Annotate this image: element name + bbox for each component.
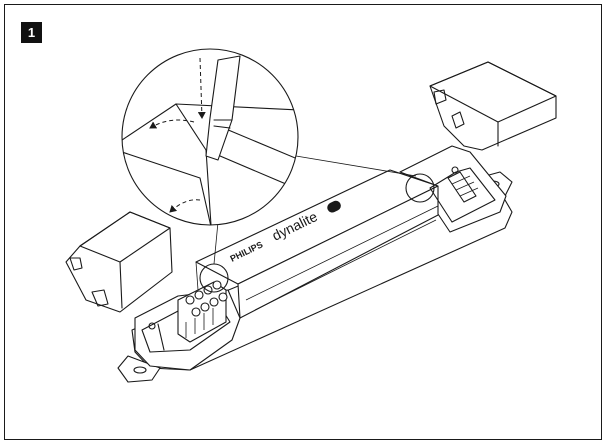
terminal-screws bbox=[185, 280, 228, 317]
driver-housing bbox=[117, 145, 513, 383]
leader-line-right bbox=[283, 153, 417, 177]
left-terminal-cover bbox=[65, 211, 173, 313]
step-number-badge: 1 bbox=[21, 22, 42, 43]
pry-arrow-upper bbox=[149, 119, 195, 129]
leader-line-left bbox=[213, 221, 219, 265]
right-terminal-cover bbox=[429, 61, 557, 151]
dynalite-logo-mark bbox=[327, 200, 341, 213]
magnified-detail bbox=[121, 48, 299, 226]
insert-arrow bbox=[197, 57, 206, 119]
screwdriver bbox=[205, 55, 241, 161]
pry-arrow-lower bbox=[169, 199, 201, 213]
